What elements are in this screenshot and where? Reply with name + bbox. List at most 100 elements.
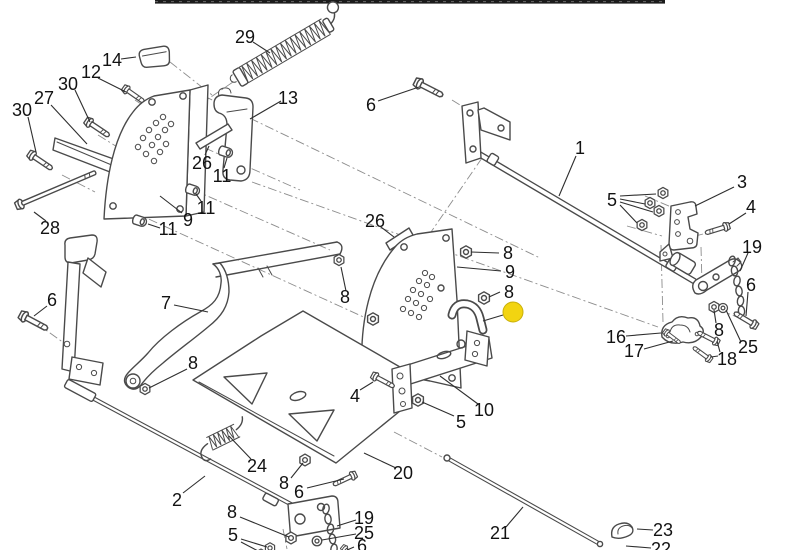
part-spacer-26-left	[195, 123, 233, 150]
part-hoc-plate-center	[361, 228, 462, 389]
highlight-marker[interactable]	[502, 301, 524, 323]
callout-17-28[interactable]: 17	[624, 341, 644, 361]
leader-line-28-13	[33, 211, 47, 222]
callout-2-40[interactable]: 2	[172, 490, 182, 510]
callout-30-2[interactable]: 30	[58, 74, 78, 94]
callout-14-4[interactable]: 14	[102, 50, 122, 70]
leader-line-5-15	[619, 204, 638, 224]
leader-line-21-46	[505, 506, 524, 528]
part-frame-7	[61, 234, 343, 390]
callout-5-42[interactable]: 5	[228, 525, 238, 545]
leader-line-11-10	[195, 193, 202, 202]
callout-25-44[interactable]: 25	[354, 523, 374, 543]
callout-3-16[interactable]: 3	[737, 172, 747, 192]
leader-line-30-2	[74, 89, 91, 123]
callout-9-11[interactable]: 9	[183, 210, 193, 230]
callout-8-24[interactable]: 8	[340, 287, 350, 307]
leader-line-6-7	[377, 86, 420, 102]
callout-25-30[interactable]: 25	[738, 337, 758, 357]
callout-29-5[interactable]: 29	[235, 27, 255, 47]
leader-line-11-12	[147, 223, 161, 229]
leader-line-13-6	[249, 100, 282, 120]
leader-line-6-26	[33, 305, 48, 317]
callout-4-33[interactable]: 4	[350, 386, 360, 406]
leader-line-6-38	[306, 478, 345, 489]
callout-6-7[interactable]: 6	[366, 95, 376, 115]
part-spring-24	[200, 416, 244, 462]
leader-line-8-24	[340, 266, 347, 292]
part-shaft-bracket-front	[461, 101, 511, 164]
callout-8-32[interactable]: 8	[188, 353, 198, 373]
bolt-4-right-icon	[703, 220, 732, 238]
callout-27-1[interactable]: 27	[34, 88, 54, 108]
callout-24-36[interactable]: 24	[247, 456, 267, 476]
washer-25-bottom-icon	[311, 535, 323, 547]
leader-line-19-18	[739, 252, 749, 272]
callout-1-14[interactable]: 1	[575, 138, 585, 158]
callout-20-39[interactable]: 20	[393, 463, 413, 483]
leader-line-9-22	[456, 266, 502, 272]
callout-8-23[interactable]: 8	[504, 282, 514, 302]
callout-19-43[interactable]: 19	[354, 508, 374, 528]
callout-23-47[interactable]: 23	[653, 520, 673, 540]
callout-12-3[interactable]: 12	[81, 62, 101, 82]
callout-19-18[interactable]: 19	[742, 237, 762, 257]
leader-line-5-35	[421, 401, 455, 417]
part-rod2-bracket	[287, 495, 341, 537]
callout-11-9[interactable]: 11	[213, 166, 232, 186]
leader-line-3-16	[694, 186, 735, 207]
leader-line-17-28	[643, 340, 674, 350]
callout-26-8[interactable]: 26	[192, 153, 212, 173]
callout-4-17[interactable]: 4	[746, 197, 756, 217]
callout-8-37[interactable]: 8	[279, 473, 289, 493]
cropped-header-strip	[155, 0, 665, 4]
callout-8-21[interactable]: 8	[503, 243, 513, 263]
part-hairpin-23	[610, 522, 634, 539]
leader-line-6-19	[745, 291, 749, 317]
leader-line-5-15	[619, 198, 646, 205]
bolt-6-deck-icon	[331, 469, 359, 490]
callout-16-27[interactable]: 16	[606, 327, 626, 347]
callout-11-12[interactable]: 11	[159, 219, 178, 239]
part-rod-21	[443, 454, 604, 548]
leader-line-23-47	[636, 528, 654, 531]
callout-22-48[interactable]: 22	[651, 539, 671, 550]
part-bracket-13	[213, 87, 254, 182]
callout-6-45[interactable]: 6	[357, 536, 367, 550]
leader-line-5-42	[240, 541, 258, 550]
callout-18-31[interactable]: 18	[717, 349, 737, 369]
callout-5-15[interactable]: 5	[607, 190, 617, 210]
bolt-6-top-icon	[411, 75, 446, 102]
bolt-6-left-icon	[16, 308, 51, 335]
callout-5-35[interactable]: 5	[456, 412, 466, 432]
leader-line-30-0	[27, 116, 37, 153]
callout-6-38[interactable]: 6	[294, 482, 304, 502]
callout-26-20[interactable]: 26	[365, 211, 385, 231]
callout-28-13[interactable]: 28	[40, 218, 60, 238]
callout-7-25[interactable]: 7	[161, 293, 171, 313]
callout-13-6[interactable]: 13	[278, 88, 298, 108]
leader-line-25-44	[321, 533, 357, 541]
callout-9-22[interactable]: 9	[505, 262, 515, 282]
leader-line-19-43	[336, 519, 357, 527]
part-hoc-plate-left	[103, 84, 209, 220]
callout-8-41[interactable]: 8	[227, 502, 237, 522]
part-rod-2	[63, 379, 301, 511]
leader-line-26-8	[204, 145, 210, 156]
callout-11-10[interactable]: 11	[197, 198, 216, 218]
callout-6-19[interactable]: 6	[746, 275, 756, 295]
callout-10-34[interactable]: 10	[474, 400, 494, 420]
part-cap-14	[138, 45, 171, 69]
nut-5-center-icon	[411, 393, 425, 407]
callout-6-26[interactable]: 6	[47, 290, 57, 310]
leader-line-8-37	[290, 462, 304, 479]
callout-8-29[interactable]: 8	[714, 320, 724, 340]
callout-30-0[interactable]: 30	[12, 100, 32, 120]
nut-8-frame-icon	[139, 382, 151, 396]
leader-line-24-36	[228, 435, 252, 460]
callout-21-46[interactable]: 21	[490, 523, 510, 543]
leader-line-27-1	[50, 104, 88, 145]
nut-8-bottom-icon	[285, 531, 297, 545]
